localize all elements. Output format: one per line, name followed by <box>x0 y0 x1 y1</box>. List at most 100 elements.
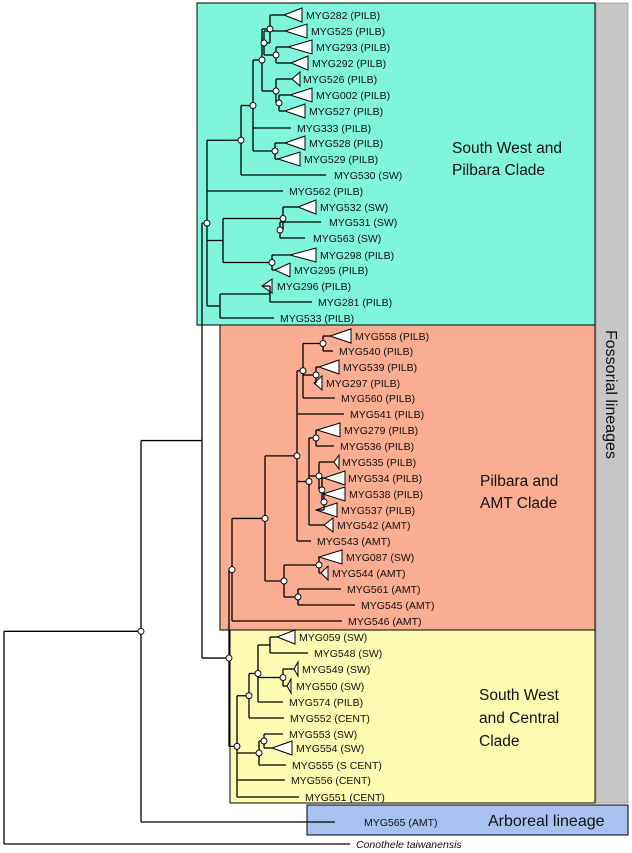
node-marker <box>276 226 284 234</box>
tip-label: MYG560 (PILB) <box>341 393 415 405</box>
node-marker <box>258 56 266 64</box>
collapsed-clade-triangle <box>283 135 306 151</box>
arboreal-lineage-label: Arboreal lineage <box>488 813 605 830</box>
tip-label: MYG333 (PILB) <box>297 123 371 135</box>
tip-label: MYG553 (SW) <box>289 729 357 741</box>
tip-label: MYG087 (SW) <box>346 552 414 564</box>
node-marker <box>272 87 280 95</box>
tip-label: MYG542 (AMT) <box>337 520 411 532</box>
node-marker <box>271 147 279 155</box>
tip-label: MYG293 (PILB) <box>316 42 390 54</box>
collapsed-clade-triangle <box>321 486 346 502</box>
tip-label: MYG298 (PILB) <box>320 250 394 262</box>
collapsed-clade-triangle <box>296 199 317 215</box>
tip-label: MYG546 (AMT) <box>348 616 422 628</box>
tip-label: MYG529 (PILB) <box>304 154 378 166</box>
node-marker <box>254 670 262 677</box>
tip-label: MYG526 (PILB) <box>303 74 377 86</box>
node-marker <box>255 749 263 757</box>
node-marker <box>299 367 307 375</box>
clade-label-sw-central-2: and Central <box>479 710 559 727</box>
tip-label: MYG558 (PILB) <box>355 331 429 343</box>
tip-label: MYG574 (PILB) <box>289 697 363 709</box>
tip-label: MYG282 (PILB) <box>306 10 380 22</box>
node-marker <box>260 737 268 745</box>
tip-label: MYG281 (PILB) <box>318 297 392 309</box>
collapsed-clade-triangle <box>317 549 343 565</box>
tip-label: MYG544 (AMT) <box>332 568 406 580</box>
tip-label: MYG292 (PILB) <box>312 58 386 70</box>
clade-label-pilbara-amt-1: Pilbara and <box>480 473 558 490</box>
tip-label: MYG554 (SW) <box>296 743 364 755</box>
tip-label: MYG556 (CENT) <box>291 775 371 787</box>
tip-label: MYG533 (PILB) <box>280 313 354 325</box>
node-marker <box>320 498 328 506</box>
tip-label: MYG541 (PILB) <box>350 409 424 421</box>
tip-label: MYG549 (SW) <box>302 664 370 676</box>
collapsed-clade-triangle <box>276 151 301 167</box>
node-marker <box>315 472 323 480</box>
node-marker <box>279 674 287 681</box>
node-marker <box>225 654 233 662</box>
node-marker <box>272 51 280 59</box>
collapsed-clade-triangle <box>315 422 341 438</box>
node-marker <box>294 593 302 601</box>
collapsed-clade-triangle <box>320 564 329 582</box>
tip-label: MYG562 (PILB) <box>289 186 363 198</box>
arboreal-box <box>306 804 629 836</box>
tip-label: MYG297 (PILB) <box>326 378 400 390</box>
node-marker <box>315 561 323 569</box>
collapsed-clade-triangle <box>282 7 303 23</box>
collapsed-clade-triangle <box>293 660 299 678</box>
collapsed-clade-triangle <box>288 87 313 103</box>
node-marker <box>228 566 236 574</box>
node-marker <box>260 39 268 47</box>
clade-box-sw-central <box>229 629 596 804</box>
collapsed-clade-triangle <box>273 262 291 278</box>
tree-tip-labels: MYG282 (PILB) MYG525 (PILB) MYG293 (PILB) M… <box>277 10 462 851</box>
node-marker <box>279 215 287 222</box>
collapsed-clade-triangle <box>317 359 340 375</box>
clade-box-sw-pilbara <box>196 2 596 326</box>
clade-label-pilbara-amt-2: AMT Clade <box>480 495 557 512</box>
collapsed-clade-triangle <box>322 470 346 486</box>
clade-label-sw-central-1: South West <box>479 687 560 704</box>
node-marker <box>312 434 320 442</box>
node-marker <box>319 340 327 347</box>
tip-label: MYG059 (SW) <box>299 632 367 644</box>
tip-label: MYG550 (SW) <box>296 681 364 693</box>
node-marker <box>318 486 326 494</box>
node-marker <box>261 514 269 522</box>
collapsed-clade-triangle <box>289 55 309 71</box>
collapsed-clade-triangle <box>286 39 313 55</box>
outgroup-label: Conothele taiwanensis <box>356 839 462 851</box>
tip-label: MYG552 (CENT) <box>290 713 370 725</box>
node-marker <box>137 627 145 635</box>
tip-label: MYG538 (PILB) <box>349 489 423 501</box>
tree-branches <box>3 7 355 845</box>
node-marker <box>268 259 276 266</box>
tree-node-markers <box>137 25 328 757</box>
tip-label: MYG530 (SW) <box>334 170 402 182</box>
tip-label: MYG002 (PILB) <box>316 90 390 102</box>
collapsed-clade-triangle <box>283 103 306 119</box>
collapsed-clade-triangle <box>283 23 308 39</box>
node-marker <box>203 219 211 227</box>
node-marker <box>305 478 313 485</box>
tip-label: MYG525 (PILB) <box>311 26 385 38</box>
node-marker <box>249 102 257 109</box>
tip-label: MYG532 (SW) <box>320 202 388 214</box>
collapsed-clade-triangle <box>288 247 317 263</box>
collapsed-clade-triangle <box>313 374 323 392</box>
collapsed-clade-triangle <box>286 677 292 695</box>
tip-label: MYG540 (PILB) <box>339 346 413 358</box>
node-marker <box>293 452 301 460</box>
tip-label: MYG539 (PILB) <box>343 362 417 374</box>
tip-label: MYG535 (PILB) <box>342 457 416 469</box>
node-marker <box>312 371 320 379</box>
collapsed-clade-triangle <box>323 516 334 534</box>
collapsed-clade-triangle <box>314 502 338 518</box>
tip-label: MYG563 (SW) <box>313 233 381 245</box>
tip-label: MYG528 (PILB) <box>309 138 383 150</box>
